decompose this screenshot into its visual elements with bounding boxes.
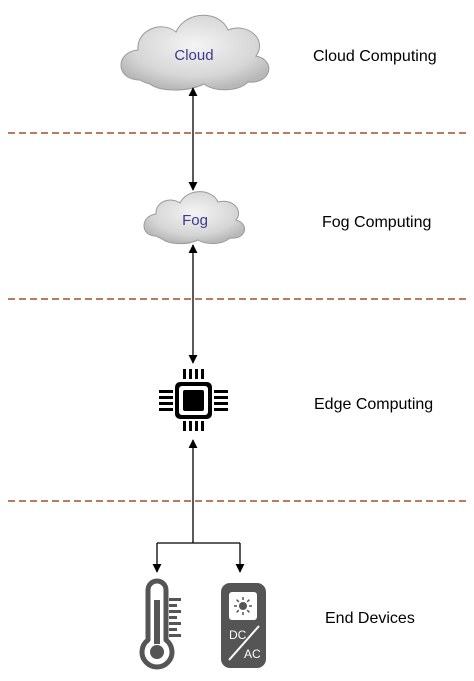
sun-icon bbox=[234, 597, 252, 615]
layer-label-cloud: Cloud Computing bbox=[313, 48, 437, 65]
thermometer-icon bbox=[139, 578, 181, 670]
layer-label-fog: Fog Computing bbox=[322, 214, 431, 231]
converter-dc-label: DC bbox=[229, 628, 247, 642]
fog-node-label: Fog bbox=[182, 212, 208, 229]
fog-cloud-icon bbox=[143, 191, 245, 245]
layer-label-edge: Edge Computing bbox=[314, 396, 433, 413]
converter-ac-label: AC bbox=[244, 647, 261, 661]
converter-slash bbox=[228, 625, 260, 661]
cloud-node-label: Cloud bbox=[174, 47, 213, 64]
microchip-icon bbox=[159, 369, 228, 431]
dc-ac-converter-icon bbox=[221, 583, 266, 668]
cloud-icon bbox=[120, 14, 270, 91]
layer-label-end-devices: End Devices bbox=[325, 610, 415, 627]
